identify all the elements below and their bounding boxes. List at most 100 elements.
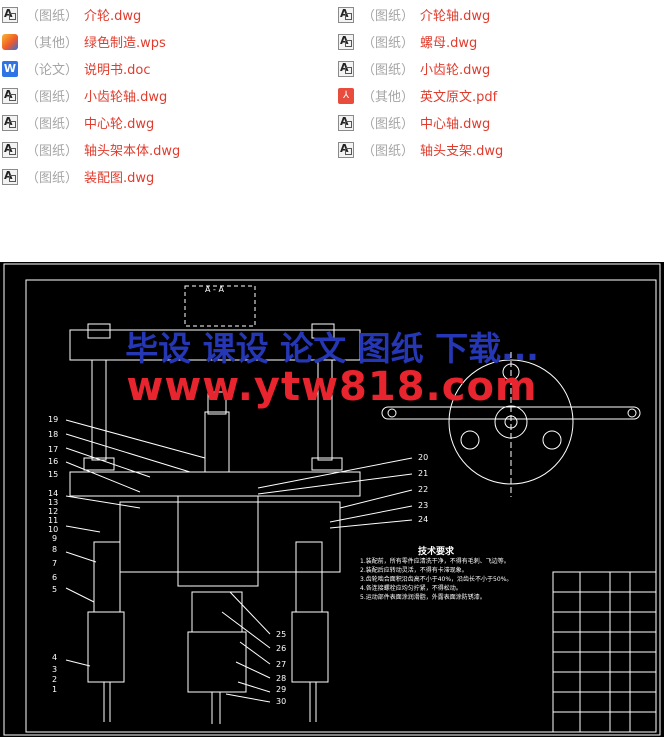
dwg-icon <box>338 60 354 77</box>
part-number: 18 <box>48 430 58 439</box>
file-item[interactable]: （图纸） 中心轴.dwg <box>338 109 503 136</box>
tech-line: 5.运动部件表面涂润滑脂，外露表面涂防锈漆。 <box>360 594 486 601</box>
file-item[interactable]: （其他） 绿色制造.wps <box>2 28 180 55</box>
part-number: 21 <box>418 469 428 478</box>
spindle-tip <box>207 391 227 415</box>
dwg-icon <box>2 6 18 23</box>
file-name[interactable]: 说明书.doc <box>84 63 151 78</box>
side-rod-right <box>317 359 333 461</box>
dwg-icon <box>2 141 18 158</box>
file-category: （图纸） <box>362 144 415 159</box>
part-number: 15 <box>48 470 58 479</box>
file-category: （图纸） <box>362 63 415 78</box>
part-number: 4 <box>52 653 57 662</box>
chuck-right <box>291 611 329 683</box>
middle-plate <box>69 471 361 497</box>
part-number: 5 <box>52 585 57 594</box>
part-number: 9 <box>52 534 57 543</box>
tech-line: 2.装配后应转动灵活，不得有卡滞现象。 <box>360 567 468 574</box>
file-name[interactable]: 小齿轮轴.dwg <box>84 90 168 105</box>
file-item[interactable]: ⅄ （其他） 英文原文.pdf <box>338 82 503 109</box>
pdf-icon: ⅄ <box>338 87 354 104</box>
side-rod-left <box>91 359 107 461</box>
file-item[interactable]: （图纸） 介轮.dwg <box>2 1 180 28</box>
file-category: （其他） <box>362 90 415 105</box>
part-number: 3 <box>52 665 57 674</box>
file-category: （图纸） <box>26 90 79 105</box>
dwg-icon <box>338 33 354 50</box>
file-name[interactable]: 介轮轴.dwg <box>420 9 491 24</box>
part-number: 27 <box>276 660 286 669</box>
part-number: 24 <box>418 515 428 524</box>
top-nut-right <box>311 323 335 339</box>
part-number: 26 <box>276 644 286 653</box>
file-item[interactable]: （图纸） 轴头架本体.dwg <box>2 136 180 163</box>
file-name[interactable]: 中心轴.dwg <box>420 117 491 132</box>
file-item[interactable]: （图纸）中心轮.dwg <box>2 109 180 136</box>
file-item[interactable]: （图纸） 小齿轮轴.dwg <box>2 82 180 109</box>
file-category: （其他） <box>26 36 79 51</box>
assembly-drawing: A - A 19 18 17 16 15 14 13 12 11 10 9 8 … <box>3 263 661 736</box>
file-item[interactable]: （图纸） 介轮轴.dwg <box>338 1 503 28</box>
file-category: （图纸） <box>26 9 79 24</box>
file-name[interactable]: 绿色制造.wps <box>84 36 166 51</box>
file-column-right: （图纸） 介轮轴.dwg （图纸） 螺母.dwg （图纸） 小齿轮.dwg ⅄ （其他）… <box>338 1 503 163</box>
file-category: （图纸） <box>362 9 415 24</box>
wps-icon <box>2 33 18 50</box>
file-name[interactable]: 英文原文.pdf <box>420 90 498 105</box>
top-nut-left <box>87 323 111 339</box>
drawing-frame-outer <box>3 263 661 736</box>
lower-spindle-right <box>295 541 323 613</box>
part-number: 19 <box>48 415 58 424</box>
chuck-center <box>187 631 247 693</box>
gear-housing <box>119 501 341 573</box>
dwg-icon <box>2 114 18 131</box>
file-item[interactable]: （图纸） 装配图.dwg <box>2 163 180 190</box>
tech-line: 1.装配前，所有零件应清洗干净，不得有毛刺、飞边等。 <box>360 558 510 565</box>
part-number: 11 <box>48 516 58 525</box>
file-item[interactable]: （图纸） 螺母.dwg <box>338 28 503 55</box>
center-hub <box>177 495 259 587</box>
part-number: 10 <box>48 525 58 534</box>
rod-nut-right <box>311 457 343 471</box>
file-category: （图纸） <box>26 144 79 159</box>
file-category: （图纸） <box>362 117 415 132</box>
file-name[interactable]: 螺母.dwg <box>420 36 478 51</box>
watermark-text: 毕设 课设 论文 图纸 下载... <box>125 329 539 368</box>
part-number: 30 <box>276 697 286 706</box>
file-list: （图纸） 介轮.dwg （其他） 绿色制造.wps W（论文）说明书.doc （图纸… <box>0 0 664 200</box>
part-number: 6 <box>52 573 57 582</box>
part-number: 23 <box>418 501 428 510</box>
chuck-center-upper <box>191 591 243 633</box>
part-number: 13 <box>48 498 58 507</box>
tech-requirements: 1.装配前，所有零件应清洗干净，不得有毛刺、飞边等。 2.装配后应转动灵活，不得… <box>360 557 512 602</box>
spindle-top <box>204 411 230 473</box>
part-number: 17 <box>48 445 58 454</box>
drawing-frame-inner <box>25 279 657 733</box>
file-name[interactable]: 装配图.dwg <box>84 171 155 186</box>
file-item[interactable]: （图纸） 小齿轮.dwg <box>338 55 503 82</box>
file-column-left: （图纸） 介轮.dwg （其他） 绿色制造.wps W（论文）说明书.doc （图纸… <box>2 1 180 190</box>
file-category: （图纸） <box>362 36 415 51</box>
dwg-icon <box>2 168 18 185</box>
file-item[interactable]: （图纸） 轴头支架.dwg <box>338 136 503 163</box>
part-number: 8 <box>52 545 57 554</box>
part-number: 7 <box>52 559 57 568</box>
file-name[interactable]: 轴头架本体.dwg <box>84 144 181 159</box>
tech-line: 3.齿轮啮合面积沿齿高不小于40%，沿齿长不小于50%。 <box>360 576 513 583</box>
file-name[interactable]: 介轮.dwg <box>84 9 142 24</box>
column-outline <box>184 285 256 327</box>
part-number: 16 <box>48 457 58 466</box>
file-item[interactable]: W（论文）说明书.doc <box>2 55 180 82</box>
part-number: 29 <box>276 685 286 694</box>
cad-drawing-preview: A - A 19 18 17 16 15 14 13 12 11 10 9 8 … <box>0 262 664 737</box>
file-category: （图纸） <box>26 171 79 186</box>
tech-requirements-title: 技术要求 <box>418 547 455 557</box>
file-name[interactable]: 小齿轮.dwg <box>420 63 491 78</box>
file-name[interactable]: 轴头支架.dwg <box>420 144 504 159</box>
part-number: 28 <box>276 674 286 683</box>
section-label: A - A <box>205 285 224 294</box>
watermark-url: www.ytw818.com <box>126 364 538 410</box>
file-name[interactable]: 中心轮.dwg <box>84 117 155 132</box>
part-number: 12 <box>48 507 58 516</box>
